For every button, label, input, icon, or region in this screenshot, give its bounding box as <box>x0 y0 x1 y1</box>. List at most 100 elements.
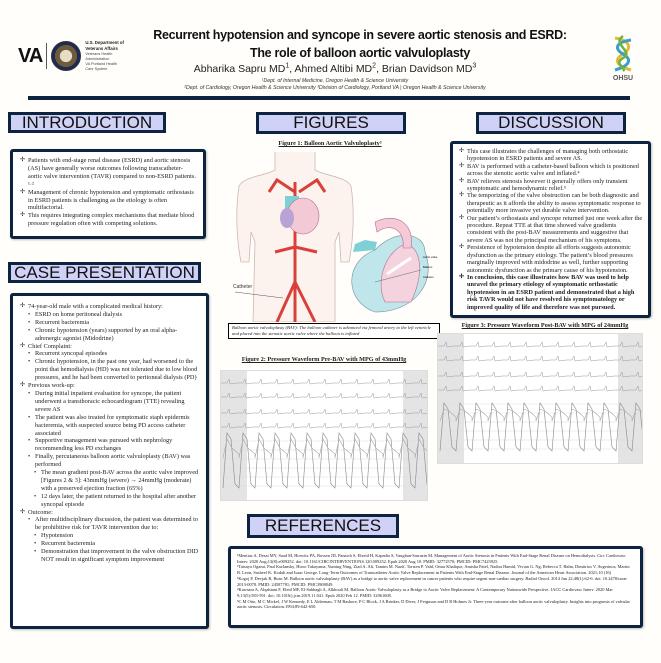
discussion-heading: DISCUSSION <box>476 112 626 134</box>
outcome-reason: Demonstration that improvement in the va… <box>20 548 200 564</box>
workup-item: Finally, percutaneous balloon aortic val… <box>20 453 200 469</box>
introduction-box: Patients with end-stage renal disease (E… <box>10 149 206 239</box>
figure-1-caption: Balloon aortic valvuloplasty (BAV): The … <box>228 323 440 339</box>
discussion-bullet: BAV relieves stenosis however it general… <box>459 178 643 193</box>
previous-workup: Previous work-up: <box>20 382 200 390</box>
ecg-trace <box>438 385 642 392</box>
waveform-shade-left <box>438 334 464 463</box>
poster-title: Recurrent hypotension and syncope in sev… <box>125 26 595 62</box>
atrium <box>280 208 294 228</box>
discussion-bullet: The temporizing of the valve obstruction… <box>459 192 643 214</box>
chief-complaint: Chief Complaint: <box>20 343 200 351</box>
inset-label-valve: Aortic valve <box>423 255 438 259</box>
reference-item: ³Kogoj P, Devjak R, Bunc M. Balloon aort… <box>237 575 628 587</box>
outcome-item: After multidisciplinary discussion, the … <box>20 516 200 532</box>
references-heading: REFERENCES <box>247 514 399 538</box>
references-box: ¹Mentias A, Desai MY, Saad M, Horwitz PA… <box>228 546 643 628</box>
author-1: Abharika Sapru MD <box>193 63 286 75</box>
introduction-list: Patients with end-stage renal disease (E… <box>20 157 197 228</box>
ecg-trace <box>438 355 642 362</box>
case-presentation-heading: CASE PRESENTATION <box>8 262 201 283</box>
discussion-bullet: This case illustrates the challenges of … <box>459 148 643 163</box>
reference-item: ⁵C M Otto, M C Mickel, J W Kennedy, E L … <box>237 598 630 610</box>
history-item: Chronic hypotension (years) supported by… <box>20 327 200 343</box>
affiliation-1: ¹Dept. of Internal Medicine, Oregon Heal… <box>261 78 409 84</box>
workup-item: Supportive management was pursued with n… <box>20 437 200 453</box>
author-2-sup: 2 <box>372 62 377 70</box>
discussion-bullet: BAV is performed with a catheter-based b… <box>459 163 643 178</box>
ecg-trace <box>438 371 642 378</box>
figure-2-pressure-waveform <box>220 370 428 501</box>
aortic-pressure-trace <box>439 408 642 422</box>
ohsu-helix-icon <box>614 34 632 72</box>
balloon-valvuloplasty-diagram: Catheter Aortic valve Balloon Catheter <box>233 152 438 323</box>
aortic-pressure-trace <box>222 438 427 459</box>
va-logo-letters: VA <box>18 44 43 67</box>
affiliations: ¹Dept. of Internal Medicine, Oregon Heal… <box>120 78 550 92</box>
figure-3-pressure-waveform <box>437 333 643 464</box>
figure-1-illustration: Catheter Aortic valve Balloon Catheter <box>225 152 443 323</box>
va-dept: U.S. Department of Veterans Affairs <box>85 40 124 51</box>
case-presentation-box: 74-year-old male with a complicated medi… <box>10 293 209 629</box>
title-line-1: Recurrent hypotension and syncope in sev… <box>153 28 567 42</box>
ohsu-logo-text: OHSU <box>612 75 634 82</box>
va-vha: Veterans Health Administration <box>85 52 113 61</box>
bav-item: The mean gradient post-BAV across the ao… <box>20 469 200 493</box>
discussion-box: This case illustrates the challenges of … <box>450 141 651 318</box>
discussion-list: This case illustrates the challenges of … <box>459 148 643 311</box>
bav-item: 12 days later, the patient returned to t… <box>20 493 200 509</box>
history-item: Recurrent bacteremia <box>20 319 200 327</box>
ecg-trace <box>221 378 427 385</box>
waveform-shade-right <box>403 371 427 500</box>
author-3: Brian Davidson MD <box>381 63 473 75</box>
workup-item: The patient was also treated for symptom… <box>20 414 200 438</box>
figures-heading: FIGURES <box>256 112 406 134</box>
introduction-heading: INTRODUCTION <box>8 112 166 133</box>
pressure-waveform-post-bav <box>438 334 642 463</box>
header-divider-bar <box>28 96 630 100</box>
lv-pressure-trace <box>222 432 427 489</box>
pressure-waveform-pre-bav <box>221 371 427 500</box>
outcome-reason: Recurrent bacteremia <box>20 540 200 548</box>
authors: Abharika Sapru MD1, Ahmed Altibi MD2, Br… <box>193 62 477 76</box>
va-logo-divider <box>46 43 48 69</box>
heart-inset: Aortic valve Balloon Catheter <box>351 217 438 313</box>
author-3-sup: 3 <box>472 62 477 70</box>
figure-2-title: Figure 2: Pressure Waveform Pre-BAV with… <box>241 356 407 363</box>
va-logo-text: U.S. Department of Veterans Affairs Vete… <box>85 40 125 72</box>
ecg-trace <box>221 392 427 399</box>
catheter-label: Catheter <box>233 284 253 290</box>
inset-label-catheter: Catheter <box>423 275 434 279</box>
discussion-bullet: Our patient’s orthostasis and syncope re… <box>459 215 643 245</box>
reference-item: ⁴Kawsara A, Alqahtani F, Eleid MF, El-Sa… <box>237 587 613 598</box>
intro-bullet: This requires integrating complex mechan… <box>20 212 197 228</box>
intro-bullet: Patients with end-stage renal disease (E… <box>20 157 197 189</box>
workup-item: During initial inpatient evaluation for … <box>20 390 200 414</box>
outcome: Outcome: <box>20 509 200 517</box>
complaint-item: Chronic hypotension, in the past one yea… <box>20 358 200 382</box>
va-portland: VA Portland Health Care System <box>85 62 118 71</box>
ecg-trace <box>221 408 427 415</box>
discussion-bullet: Persistence of hypotension despite all e… <box>459 244 643 274</box>
ohsu-logo: OHSU <box>600 34 646 82</box>
title-line-2: The role of balloon aortic valvuloplasty <box>250 46 470 60</box>
complaint-item: Recurrent syncopal episodes <box>20 350 200 358</box>
author-1-sup: 1 <box>285 62 290 70</box>
affiliation-2: ²Dept. of Cardiology, Oregon Health & Sc… <box>184 85 486 91</box>
figure-3-title: Figure 3: Pressure Waveform Post-BAV wit… <box>461 322 629 329</box>
va-logo: VA U.S. Department of Veterans Affairs V… <box>18 40 125 72</box>
arteries <box>267 177 327 323</box>
intro-bullet: Management of chronic hypotension and sy… <box>20 189 197 213</box>
discussion-conclusion: In conclusion, this case illustrates how… <box>459 274 643 311</box>
case-history: 74-year-old male with a complicated medi… <box>20 303 200 311</box>
ecg-trace <box>221 422 427 429</box>
lv-pressure-trace <box>439 402 642 452</box>
reference-item: ¹Mentias A, Desai MY, Saad M, Horwitz PA… <box>237 553 626 564</box>
reference-item: ²Tatsuya Ogami, Paul Kurlansky, Hiroo Ta… <box>237 564 630 576</box>
catheter-pointer <box>234 291 284 299</box>
author-2: Ahmed Altibi MD <box>294 63 373 75</box>
ecg-trace <box>438 341 642 348</box>
outcome-reason: Hypotension <box>20 532 200 540</box>
va-seal-icon <box>51 41 82 71</box>
case-list: 74-year-old male with a complicated medi… <box>20 303 200 564</box>
